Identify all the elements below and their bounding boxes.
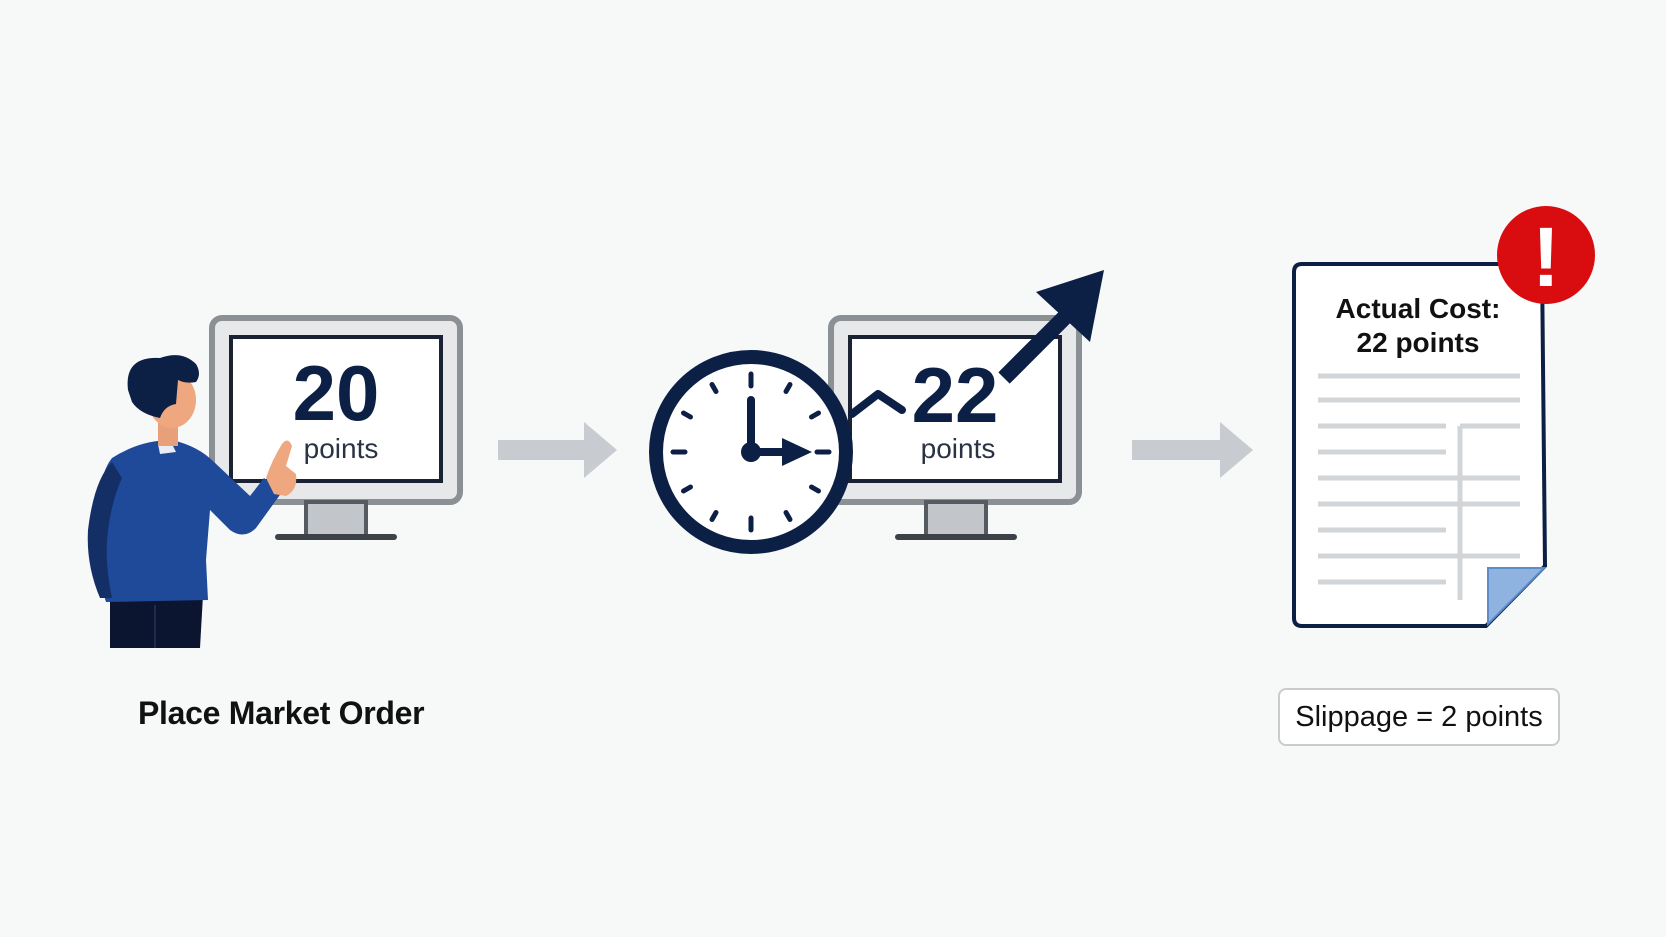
step-caption: Place Market Order — [138, 695, 425, 731]
trend-up-arrow-icon — [848, 270, 1104, 418]
monitor-left: 20 points — [209, 315, 463, 540]
clock-icon — [649, 350, 853, 554]
alert-symbol: ! — [1532, 210, 1560, 304]
monitor-right-unit: points — [921, 433, 996, 464]
monitor-left-unit: points — [304, 433, 379, 464]
slippage-text: Slippage = 2 points — [1295, 700, 1543, 733]
document-title-line2: 22 points — [1357, 327, 1480, 358]
alert-icon: ! — [1497, 206, 1595, 304]
slippage-label: Slippage = 2 points — [1278, 688, 1560, 746]
document-icon: Actual Cost: 22 points — [1292, 262, 1548, 628]
person-icon — [87, 355, 297, 648]
document-title-line1: Actual Cost: — [1336, 293, 1501, 324]
monitor-left-value: 20 — [293, 349, 380, 437]
arrow-right-icon — [498, 422, 617, 478]
monitor-right-value: 22 — [912, 351, 999, 439]
arrow-right-icon — [1132, 422, 1253, 478]
